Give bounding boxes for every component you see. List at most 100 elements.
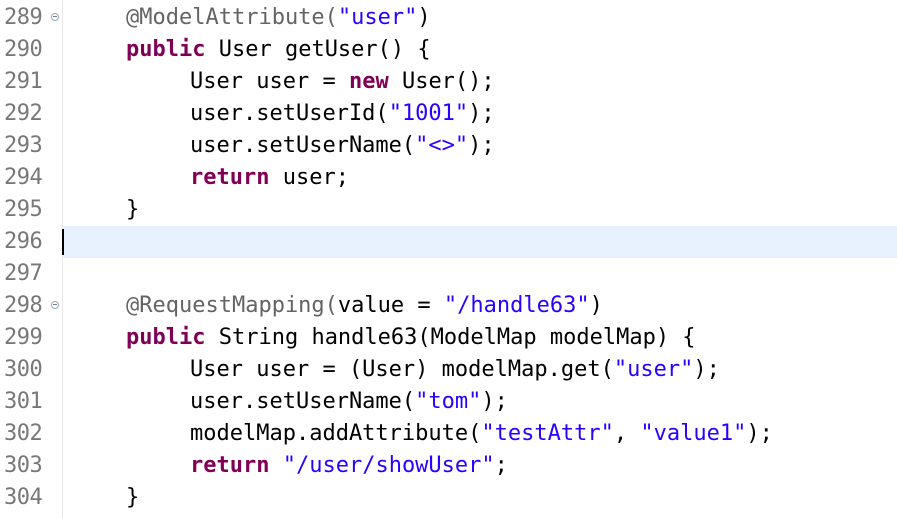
line-number: 303 bbox=[4, 453, 43, 478]
line-number: 298 bbox=[4, 293, 43, 318]
line-number-cell: 295 bbox=[0, 194, 62, 226]
keyword-token: public bbox=[126, 325, 206, 350]
code-text: } bbox=[126, 194, 139, 226]
code-token bbox=[269, 453, 282, 478]
line-number: 292 bbox=[4, 101, 43, 126]
code-line[interactable]: 303 return "/user/showUser"; bbox=[0, 450, 897, 482]
code-line[interactable]: 292 user.setUserId("1001"); bbox=[0, 98, 897, 130]
code-token: String handle63(ModelMap modelMap) { bbox=[205, 325, 696, 350]
code-token: , bbox=[613, 421, 641, 446]
code-text: user.setUserId("1001"); bbox=[190, 98, 495, 130]
code-line[interactable]: 296 bbox=[0, 226, 897, 258]
code-token: ); bbox=[746, 421, 773, 446]
code-text: return user; bbox=[190, 162, 349, 194]
line-number-cell: 296 bbox=[0, 226, 62, 258]
code-line[interactable]: 298 @RequestMapping(value = "/handle63") bbox=[0, 290, 897, 322]
code-line[interactable]: 302 modelMap.addAttribute("testAttr", "va… bbox=[0, 418, 897, 450]
string-literal-token: "testAttr" bbox=[481, 421, 614, 446]
string-literal-token: "/handle63" bbox=[443, 293, 590, 318]
line-number-cell: 293 bbox=[0, 130, 62, 162]
code-line[interactable]: 289 @ModelAttribute("user") bbox=[0, 2, 897, 34]
code-text: modelMap.addAttribute("testAttr", "value… bbox=[190, 418, 773, 450]
line-number-cell: 298 bbox=[0, 290, 62, 322]
string-literal-token: "<>" bbox=[415, 133, 469, 158]
line-number-cell: 302 bbox=[0, 418, 62, 450]
keyword-token: new bbox=[348, 69, 389, 94]
code-token: user.setUserName( bbox=[190, 133, 416, 158]
code-token: User user = bbox=[190, 69, 349, 94]
string-literal-token: "user" bbox=[613, 357, 694, 382]
code-text: } bbox=[126, 482, 139, 514]
code-token: modelMap.addAttribute( bbox=[190, 421, 482, 446]
code-text: User user = new User(); bbox=[190, 66, 495, 98]
code-line[interactable]: 290 public User getUser() { bbox=[0, 34, 897, 66]
code-token: user.setUserName( bbox=[190, 389, 416, 414]
code-token: ) bbox=[589, 293, 603, 318]
line-number-cell: 301 bbox=[0, 386, 62, 418]
code-line[interactable]: 295} bbox=[0, 194, 897, 226]
code-line[interactable]: 294 return user; bbox=[0, 162, 897, 194]
line-number: 290 bbox=[4, 37, 43, 62]
line-number-cell: 294 bbox=[0, 162, 62, 194]
code-token: ) bbox=[417, 5, 431, 30]
code-token: value = bbox=[337, 293, 444, 318]
line-number-cell: 289 bbox=[0, 2, 62, 34]
line-number: 296 bbox=[4, 229, 43, 254]
annotation-token: @ModelAttribute( bbox=[126, 5, 338, 30]
code-text: user.setUserName("tom"); bbox=[190, 386, 508, 418]
string-literal-token: "1001" bbox=[388, 101, 469, 126]
annotation-token: @RequestMapping( bbox=[126, 293, 338, 318]
fold-collapse-icon[interactable] bbox=[51, 301, 59, 309]
fold-collapse-icon[interactable] bbox=[51, 13, 59, 21]
code-line[interactable]: 300 User user = (User) modelMap.get("user… bbox=[0, 354, 897, 386]
line-number: 294 bbox=[4, 165, 43, 190]
code-token: User user = (User) modelMap.get( bbox=[190, 357, 614, 382]
line-number: 297 bbox=[4, 261, 43, 286]
line-number: 295 bbox=[4, 197, 43, 222]
code-token: User(); bbox=[388, 69, 495, 94]
code-text: User user = (User) modelMap.get("user"); bbox=[190, 354, 720, 386]
line-number-cell: 292 bbox=[0, 98, 62, 130]
line-number-cell: 297 bbox=[0, 258, 62, 290]
string-literal-token: "tom" bbox=[415, 389, 482, 414]
string-literal-token: "user" bbox=[337, 5, 418, 30]
line-number: 300 bbox=[4, 357, 43, 382]
text-cursor bbox=[62, 229, 64, 255]
code-line[interactable]: 291 User user = new User(); bbox=[0, 66, 897, 98]
string-literal-token: "value1" bbox=[640, 421, 747, 446]
line-number: 301 bbox=[4, 389, 43, 414]
line-number-cell: 290 bbox=[0, 34, 62, 66]
code-line[interactable]: 293 user.setUserName("<>"); bbox=[0, 130, 897, 162]
code-token: ); bbox=[468, 133, 495, 158]
line-number-ruler bbox=[0, 0, 63, 518]
keyword-token: return bbox=[190, 165, 270, 190]
code-token: user; bbox=[269, 165, 349, 190]
code-text: public User getUser() { bbox=[126, 34, 431, 66]
code-token: } bbox=[126, 197, 140, 222]
code-line[interactable]: 297 bbox=[0, 258, 897, 290]
line-number: 302 bbox=[4, 421, 43, 446]
code-line[interactable]: 301 user.setUserName("tom"); bbox=[0, 386, 897, 418]
code-token: ); bbox=[468, 101, 495, 126]
code-token: ); bbox=[481, 389, 508, 414]
line-number-cell: 303 bbox=[0, 450, 62, 482]
keyword-token: public bbox=[126, 37, 206, 62]
code-token: User getUser() { bbox=[205, 37, 431, 62]
code-text: public String handle63(ModelMap modelMap… bbox=[126, 322, 696, 354]
line-number-cell: 291 bbox=[0, 66, 62, 98]
line-number: 299 bbox=[4, 325, 43, 350]
line-number: 291 bbox=[4, 69, 43, 94]
code-token: } bbox=[126, 485, 140, 510]
string-literal-token: "/user/showUser" bbox=[282, 453, 495, 478]
line-number-cell: 299 bbox=[0, 322, 62, 354]
code-line[interactable]: 299 public String handle63(ModelMap model… bbox=[0, 322, 897, 354]
code-text: @ModelAttribute("user") bbox=[126, 2, 431, 34]
code-line[interactable]: 304} bbox=[0, 482, 897, 514]
line-number-cell: 300 bbox=[0, 354, 62, 386]
line-number-cell: 304 bbox=[0, 482, 62, 514]
code-text: user.setUserName("<>"); bbox=[190, 130, 495, 162]
code-text: return "/user/showUser"; bbox=[190, 450, 508, 482]
keyword-token: return bbox=[190, 453, 270, 478]
code-text: @RequestMapping(value = "/handle63") bbox=[126, 290, 603, 322]
